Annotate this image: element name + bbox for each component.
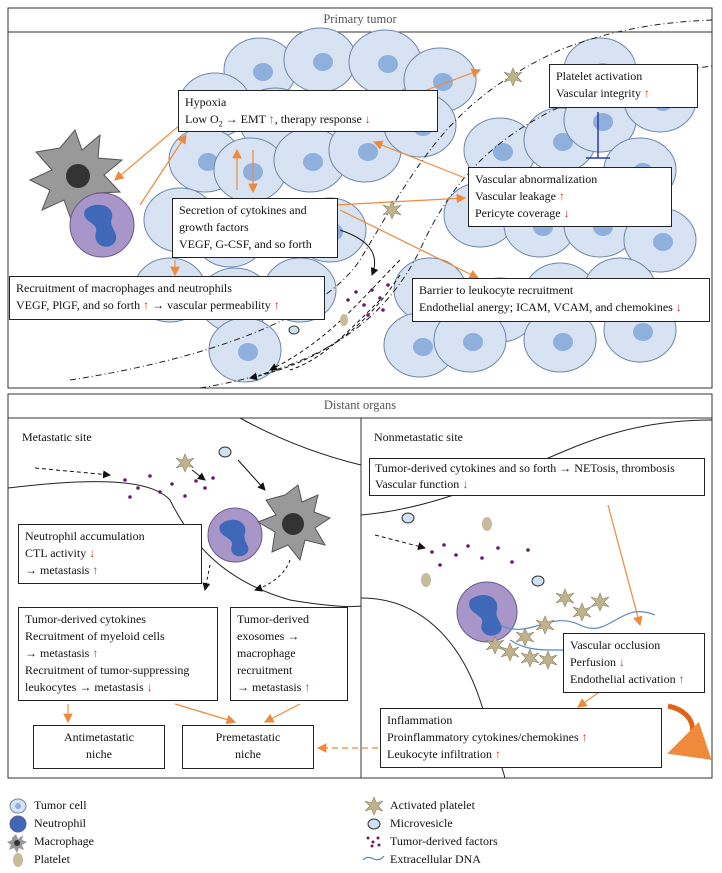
tumor-derived-cytokines-box: Tumor-derived cytokines Recruitment of m…: [18, 607, 218, 701]
legend-tumor-derived-factors: Tumor-derived factors: [390, 834, 498, 848]
neutrophil-accumulation-box: Neutrophil accumulation CTL activity ↓ →…: [18, 524, 202, 584]
nonmetastatic-site-title: Nonmetastatic site: [374, 430, 463, 444]
exosomes-box: Tumor-derived exosomes → macrophage recr…: [230, 607, 348, 701]
macrophage-metastatic-icon: [256, 484, 332, 562]
legend-neutrophil: Neutrophil: [34, 816, 86, 830]
metastatic-site-title: Metastatic site: [22, 430, 92, 444]
neutrophil-primary-icon: [69, 192, 135, 258]
legend-microvesicle: Microvesicle: [390, 816, 453, 830]
barrier-box: Barrier to leukocyte recruitment Endothe…: [412, 278, 710, 322]
netosis-box: Tumor-derived cytokines and so forth → N…: [369, 458, 705, 496]
antimetastatic-niche-box: Antimetastatic niche: [33, 725, 165, 769]
legend-icons: [7, 796, 385, 867]
legend-macrophage: Macrophage: [34, 834, 94, 848]
platelet-activation-box: Platelet activation Vascular integrity ↑: [549, 64, 698, 108]
neutrophil-metastatic-icon: [207, 507, 263, 563]
legend-extracellular-dna: Extracellular DNA: [390, 852, 481, 866]
distant-organs-title: Distant organs: [323, 398, 397, 412]
macrophage-primary-icon: [28, 129, 124, 224]
inflammation-box: Inflammation Proinflammatory cytokines/c…: [380, 708, 662, 768]
neutrophil-nonmetastatic-icon: [456, 581, 518, 643]
premetastatic-niche-box: Premetastatic niche: [182, 725, 314, 769]
primary-tumor-title: Primary tumor: [323, 12, 397, 26]
legend-activated-platelet: Activated platelet: [390, 798, 475, 812]
primary-tumor-frame: [7, 7, 713, 389]
vascular-occlusion-box: Vascular occlusion Perfusion ↓ Endotheli…: [563, 633, 705, 693]
distant-organs-frame: [7, 393, 713, 779]
secretion-box: Secretion of cytokines and growth factor…: [172, 198, 338, 258]
legend-tumor-cell: Tumor cell: [34, 798, 87, 812]
hypoxia-box: Hypoxia Low O2 → EMT ↑, therapy response…: [178, 90, 438, 132]
vascular-abnormalization-box: Vascular abnormalization Vascular leakag…: [468, 167, 672, 227]
legend-platelet: Platelet: [34, 852, 70, 866]
recruitment-box: Recruitment of macrophages and neutrophi…: [9, 276, 325, 320]
